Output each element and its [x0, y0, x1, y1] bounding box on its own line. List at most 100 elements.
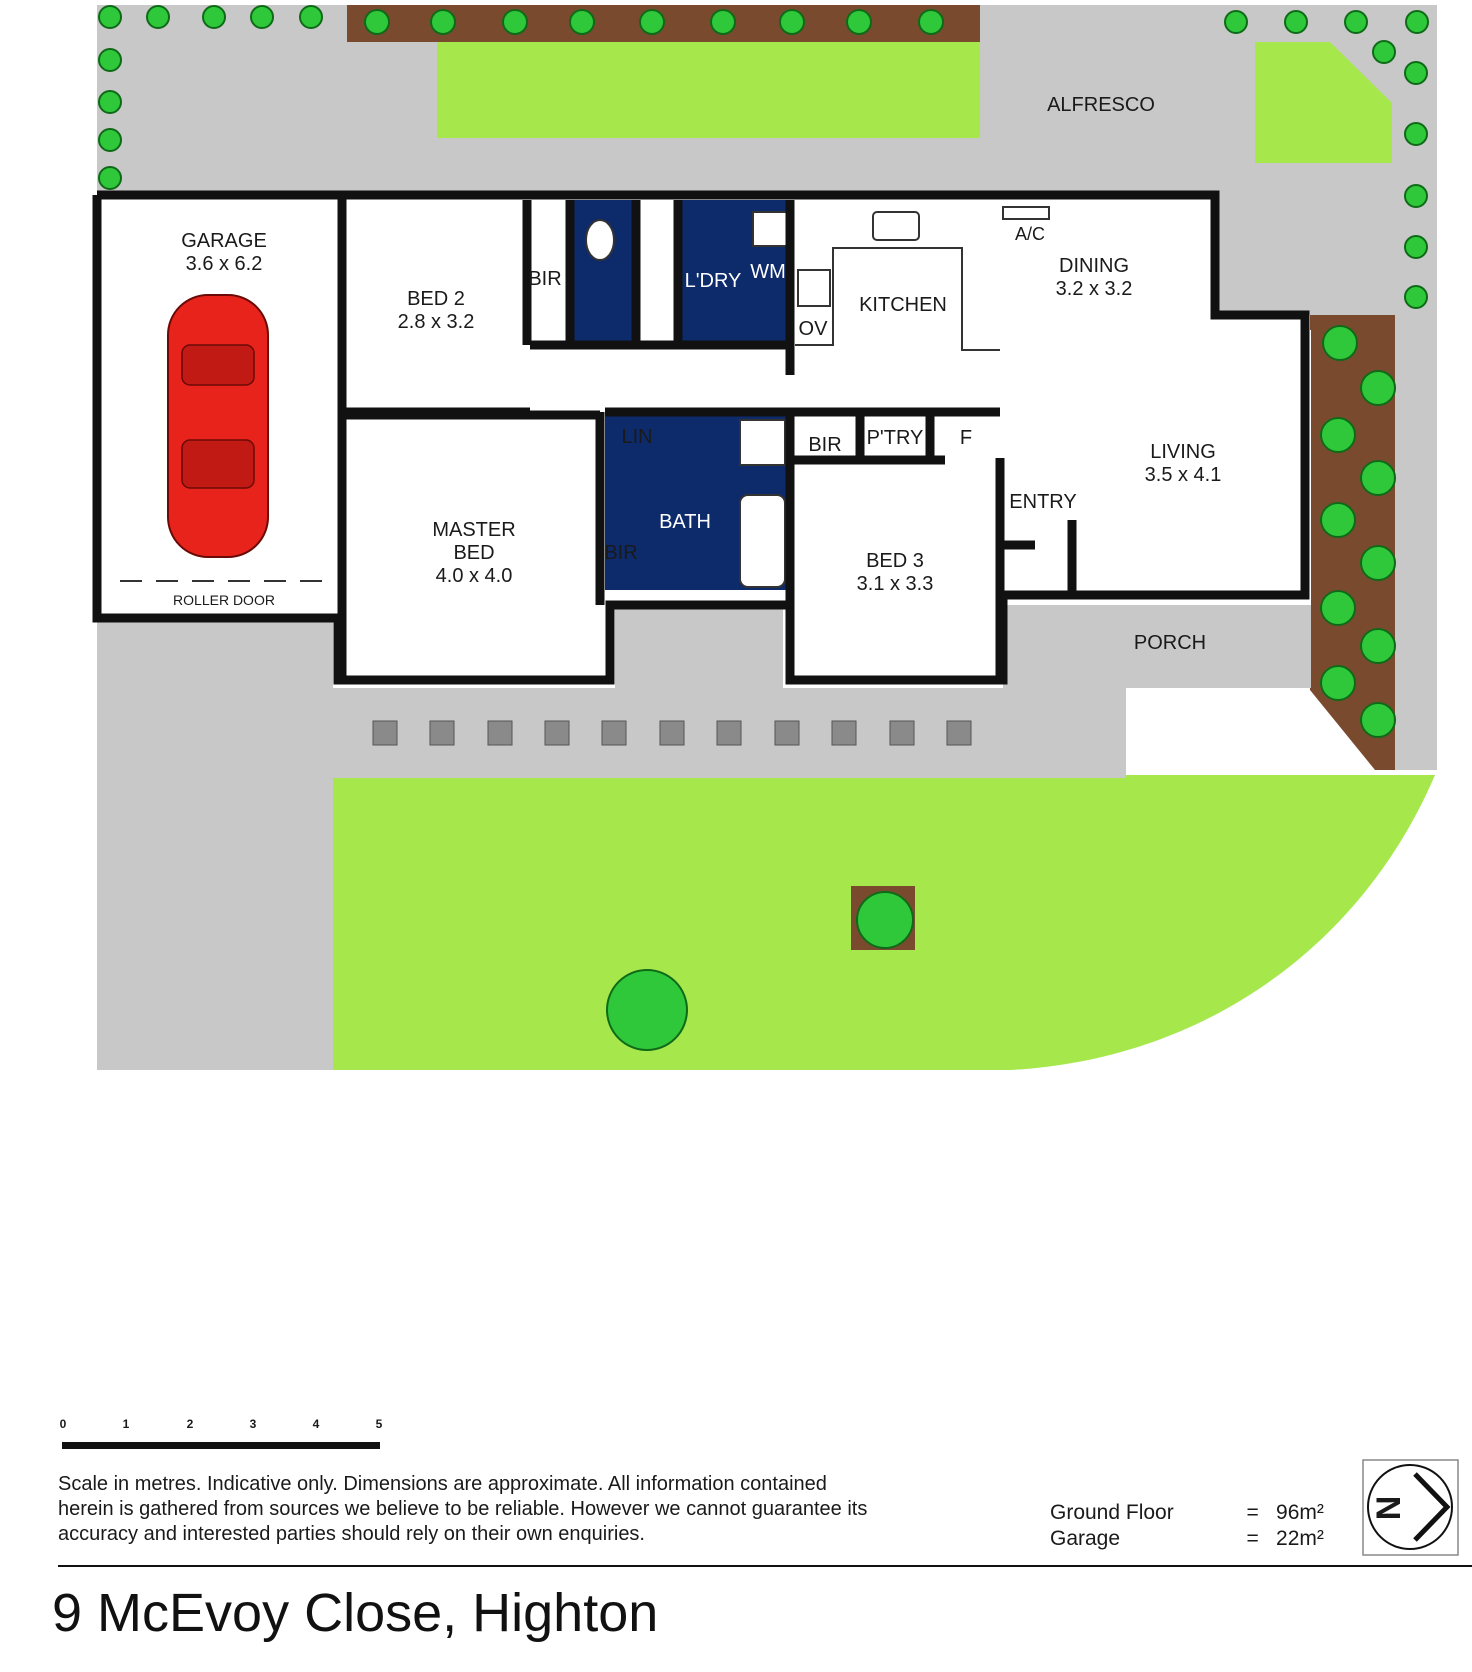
shrub-icon [1360, 702, 1396, 738]
scale-tick: 1 [123, 1417, 130, 1431]
shrub-icon [846, 9, 872, 35]
bathtub-icon [739, 494, 786, 588]
label-master: MASTER [432, 519, 515, 541]
stepping-stone [946, 720, 972, 746]
shrub-icon [1320, 417, 1356, 453]
label-bed2: BED 2 [407, 288, 465, 310]
shower-icon [739, 419, 786, 466]
label-linen: BR/ LINEN [644, 226, 666, 324]
label-dining-size: 3.2 x 3.2 [1056, 278, 1133, 300]
washing-machine-icon [752, 211, 788, 247]
alfresco-paving [980, 5, 1215, 195]
area-value: 96m² [1276, 1501, 1324, 1524]
shrub-icon [250, 5, 274, 29]
tree-icon [856, 891, 914, 949]
label-fridge: F [960, 427, 972, 449]
ac-unit [1002, 206, 1050, 220]
shrub-icon [569, 9, 595, 35]
shrub-icon [98, 48, 122, 72]
room-labels: GARAGE 3.6 x 6.2 ROLLER DOOR BED 2 2.8 x… [173, 94, 1221, 654]
shrub-icon [1344, 10, 1368, 34]
shrub-icon [1224, 10, 1248, 34]
shrub-icon [1360, 628, 1396, 664]
stepping-stone [372, 720, 398, 746]
shrub-icon [1404, 285, 1428, 309]
north-arrow-icon: N [1362, 1459, 1459, 1556]
stepping-stone [487, 720, 513, 746]
area-name: Ground Floor [1050, 1501, 1174, 1524]
label-bed3-bir: BIR [808, 434, 841, 456]
stepping-stone [774, 720, 800, 746]
shrub-icon [98, 90, 122, 114]
label-roller-door: ROLLER DOOR [173, 592, 275, 608]
label-master-bed: BED [453, 542, 494, 564]
shrub-icon [1372, 40, 1396, 64]
label-kitchen: KITCHEN [859, 294, 947, 316]
area-name: Garage [1050, 1527, 1121, 1550]
cooktop-icon [797, 269, 831, 307]
shrub-icon [639, 9, 665, 35]
label-garage-size: 3.6 x 6.2 [186, 253, 263, 275]
label-living-size: 3.5 x 4.1 [1145, 464, 1222, 486]
label-entry: ENTRY [1009, 491, 1076, 513]
tree-icon [606, 969, 688, 1051]
sink-icon [872, 211, 920, 241]
area-equals: = [1246, 1501, 1259, 1524]
label-bath: BATH [659, 511, 711, 533]
stepping-stone [716, 720, 742, 746]
shrub-icon [918, 9, 944, 35]
side-paving-east [1395, 315, 1437, 770]
shrub-icon [710, 9, 736, 35]
shrub-icon [1404, 122, 1428, 146]
shrub-icon [430, 9, 456, 35]
label-bed3-size: 3.1 x 3.3 [857, 573, 934, 595]
stepping-stone [601, 720, 627, 746]
shrub-icon [1404, 235, 1428, 259]
label-ac: A/C [1015, 224, 1045, 244]
scale-tick: 0 [60, 1417, 67, 1431]
disclaimer-line: accuracy and interested parties should r… [58, 1523, 645, 1545]
label-bed2-bir: BIR [528, 268, 561, 290]
stepping-stone [429, 720, 455, 746]
house-interior [97, 195, 1311, 605]
shrub-icon [1320, 502, 1356, 538]
property-address: 9 McEvoy Close, Highton [52, 1583, 659, 1643]
label-pantry: P'TRY [867, 427, 924, 449]
area-row: Ground Floor = 96m² [1050, 1500, 1335, 1526]
label-porch: PORCH [1134, 632, 1206, 654]
scale-bar: 0 1 2 3 4 5 [60, 1417, 383, 1449]
scale-tick: 4 [313, 1417, 320, 1431]
shrub-icon [1404, 184, 1428, 208]
walls [92, 190, 1310, 685]
shrub-icon [364, 9, 390, 35]
disclaimer-line: Scale in metres. Indicative only. Dimens… [58, 1473, 827, 1495]
porch-paving [1003, 605, 1311, 688]
area-equals: = [1246, 1527, 1259, 1550]
kitchen-bench [795, 247, 1000, 351]
toilet-icon [585, 219, 615, 261]
stepping-stone [659, 720, 685, 746]
shrub-icon [1320, 590, 1356, 626]
scale-tick: 3 [250, 1417, 257, 1431]
compass-letter: N [1370, 1496, 1408, 1521]
shrub-icon [98, 166, 122, 190]
shrub-icon [146, 5, 170, 29]
site-landscape [97, 5, 1437, 1070]
shrub-icon [202, 5, 226, 29]
label-living: LIVING [1150, 441, 1216, 463]
scale-tick: 2 [187, 1417, 194, 1431]
shrub-icon [502, 9, 528, 35]
shrub-icon [1322, 325, 1358, 361]
label-lin: LIN [621, 426, 652, 448]
stepping-stone [889, 720, 915, 746]
disclaimer-line: herein is gathered from sources we belie… [58, 1498, 868, 1520]
scale-tick: 5 [376, 1417, 383, 1431]
area-row: Garage = 22m² [1050, 1526, 1335, 1552]
shrub-icon [1360, 545, 1396, 581]
stepping-stone [831, 720, 857, 746]
label-master-size: 4.0 x 4.0 [436, 565, 513, 587]
shrub-icon [1320, 665, 1356, 701]
shrub-icon [779, 9, 805, 35]
label-master-bir: BIR [604, 542, 637, 564]
